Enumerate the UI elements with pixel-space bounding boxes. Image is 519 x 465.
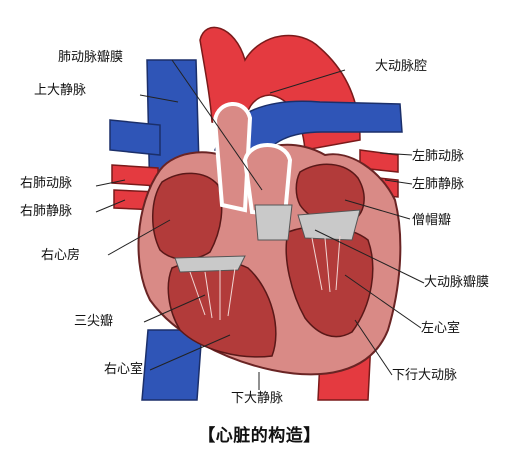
- label-left-pulmonary-artery: 左肺动脉: [412, 149, 465, 164]
- label-descending-aorta: 下行大动脉: [392, 368, 458, 383]
- label-left-ventricle: 左心室: [421, 321, 461, 336]
- label-right-ventricle: 右心室: [104, 362, 144, 377]
- septum-gray: [254, 204, 293, 241]
- label-pulmonary-valve: 肺动脉瓣膜: [58, 50, 124, 65]
- label-right-atrium: 右心房: [41, 248, 81, 263]
- label-aortic-lumen: 大动脉腔: [375, 59, 428, 74]
- label-aortic-valve: 大动脉瓣膜: [424, 275, 490, 290]
- chordae-lines: [189, 235, 341, 320]
- label-inferior-vena-cava: 下大静脉: [231, 391, 284, 406]
- mitral-valve-shape: [297, 209, 361, 241]
- leader-lines: [95, 59, 425, 390]
- label-right-pulmonary-vein: 右肺静脉: [20, 204, 73, 219]
- label-tricuspid-valve: 三尖瓣: [74, 314, 114, 329]
- label-left-pulmonary-vein: 左肺静脉: [412, 177, 465, 192]
- label-mitral-valve: 僧帽瓣: [412, 213, 452, 228]
- label-superior-vena-cava: 上大静脉: [34, 83, 87, 98]
- right-pulmonary-artery-vessel: [109, 119, 161, 156]
- label-right-pulmonary-artery: 右肺动脉: [20, 176, 73, 191]
- tricuspid-valve-shape: [174, 255, 246, 273]
- right-atrium-chamber: [152, 172, 223, 260]
- aortic-valve-shape: [242, 143, 293, 218]
- diagram-title: 【心脏的构造】: [198, 426, 321, 446]
